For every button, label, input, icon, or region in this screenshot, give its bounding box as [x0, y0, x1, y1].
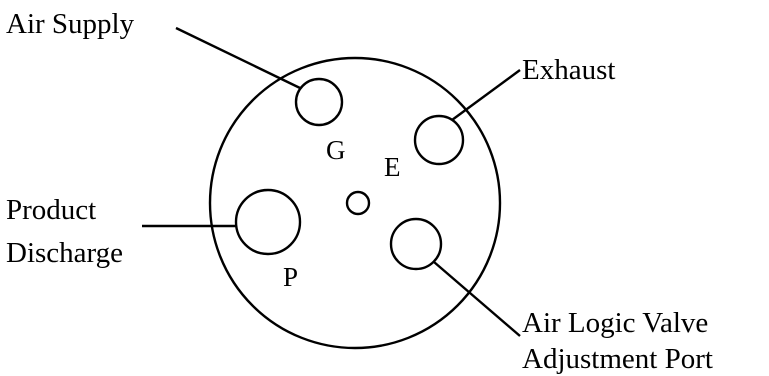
air-logic-valve-label-line2: Adjustment Port	[522, 343, 713, 375]
port-letter-e: E	[384, 152, 401, 182]
product-discharge-label-line1: Product	[6, 194, 96, 226]
air-supply-label: Air Supply	[6, 8, 135, 40]
air-logic-valve-leader	[433, 261, 521, 337]
outer-body-circle	[208, 56, 502, 350]
center-hole	[345, 190, 371, 216]
exhaust-leader	[451, 69, 521, 121]
exhaust-port	[413, 114, 465, 166]
air-logic-valve-port	[389, 217, 443, 271]
air-supply-port	[294, 77, 344, 127]
product-discharge-label-line2: Discharge	[6, 237, 123, 269]
port-letter-p: P	[283, 262, 298, 292]
air-logic-valve-label-line1: Air Logic Valve	[522, 307, 708, 339]
air-supply-leader	[175, 26, 301, 90]
port-letter-g: G	[326, 135, 346, 165]
product-discharge-port	[234, 188, 302, 256]
exhaust-label: Exhaust	[522, 54, 615, 86]
